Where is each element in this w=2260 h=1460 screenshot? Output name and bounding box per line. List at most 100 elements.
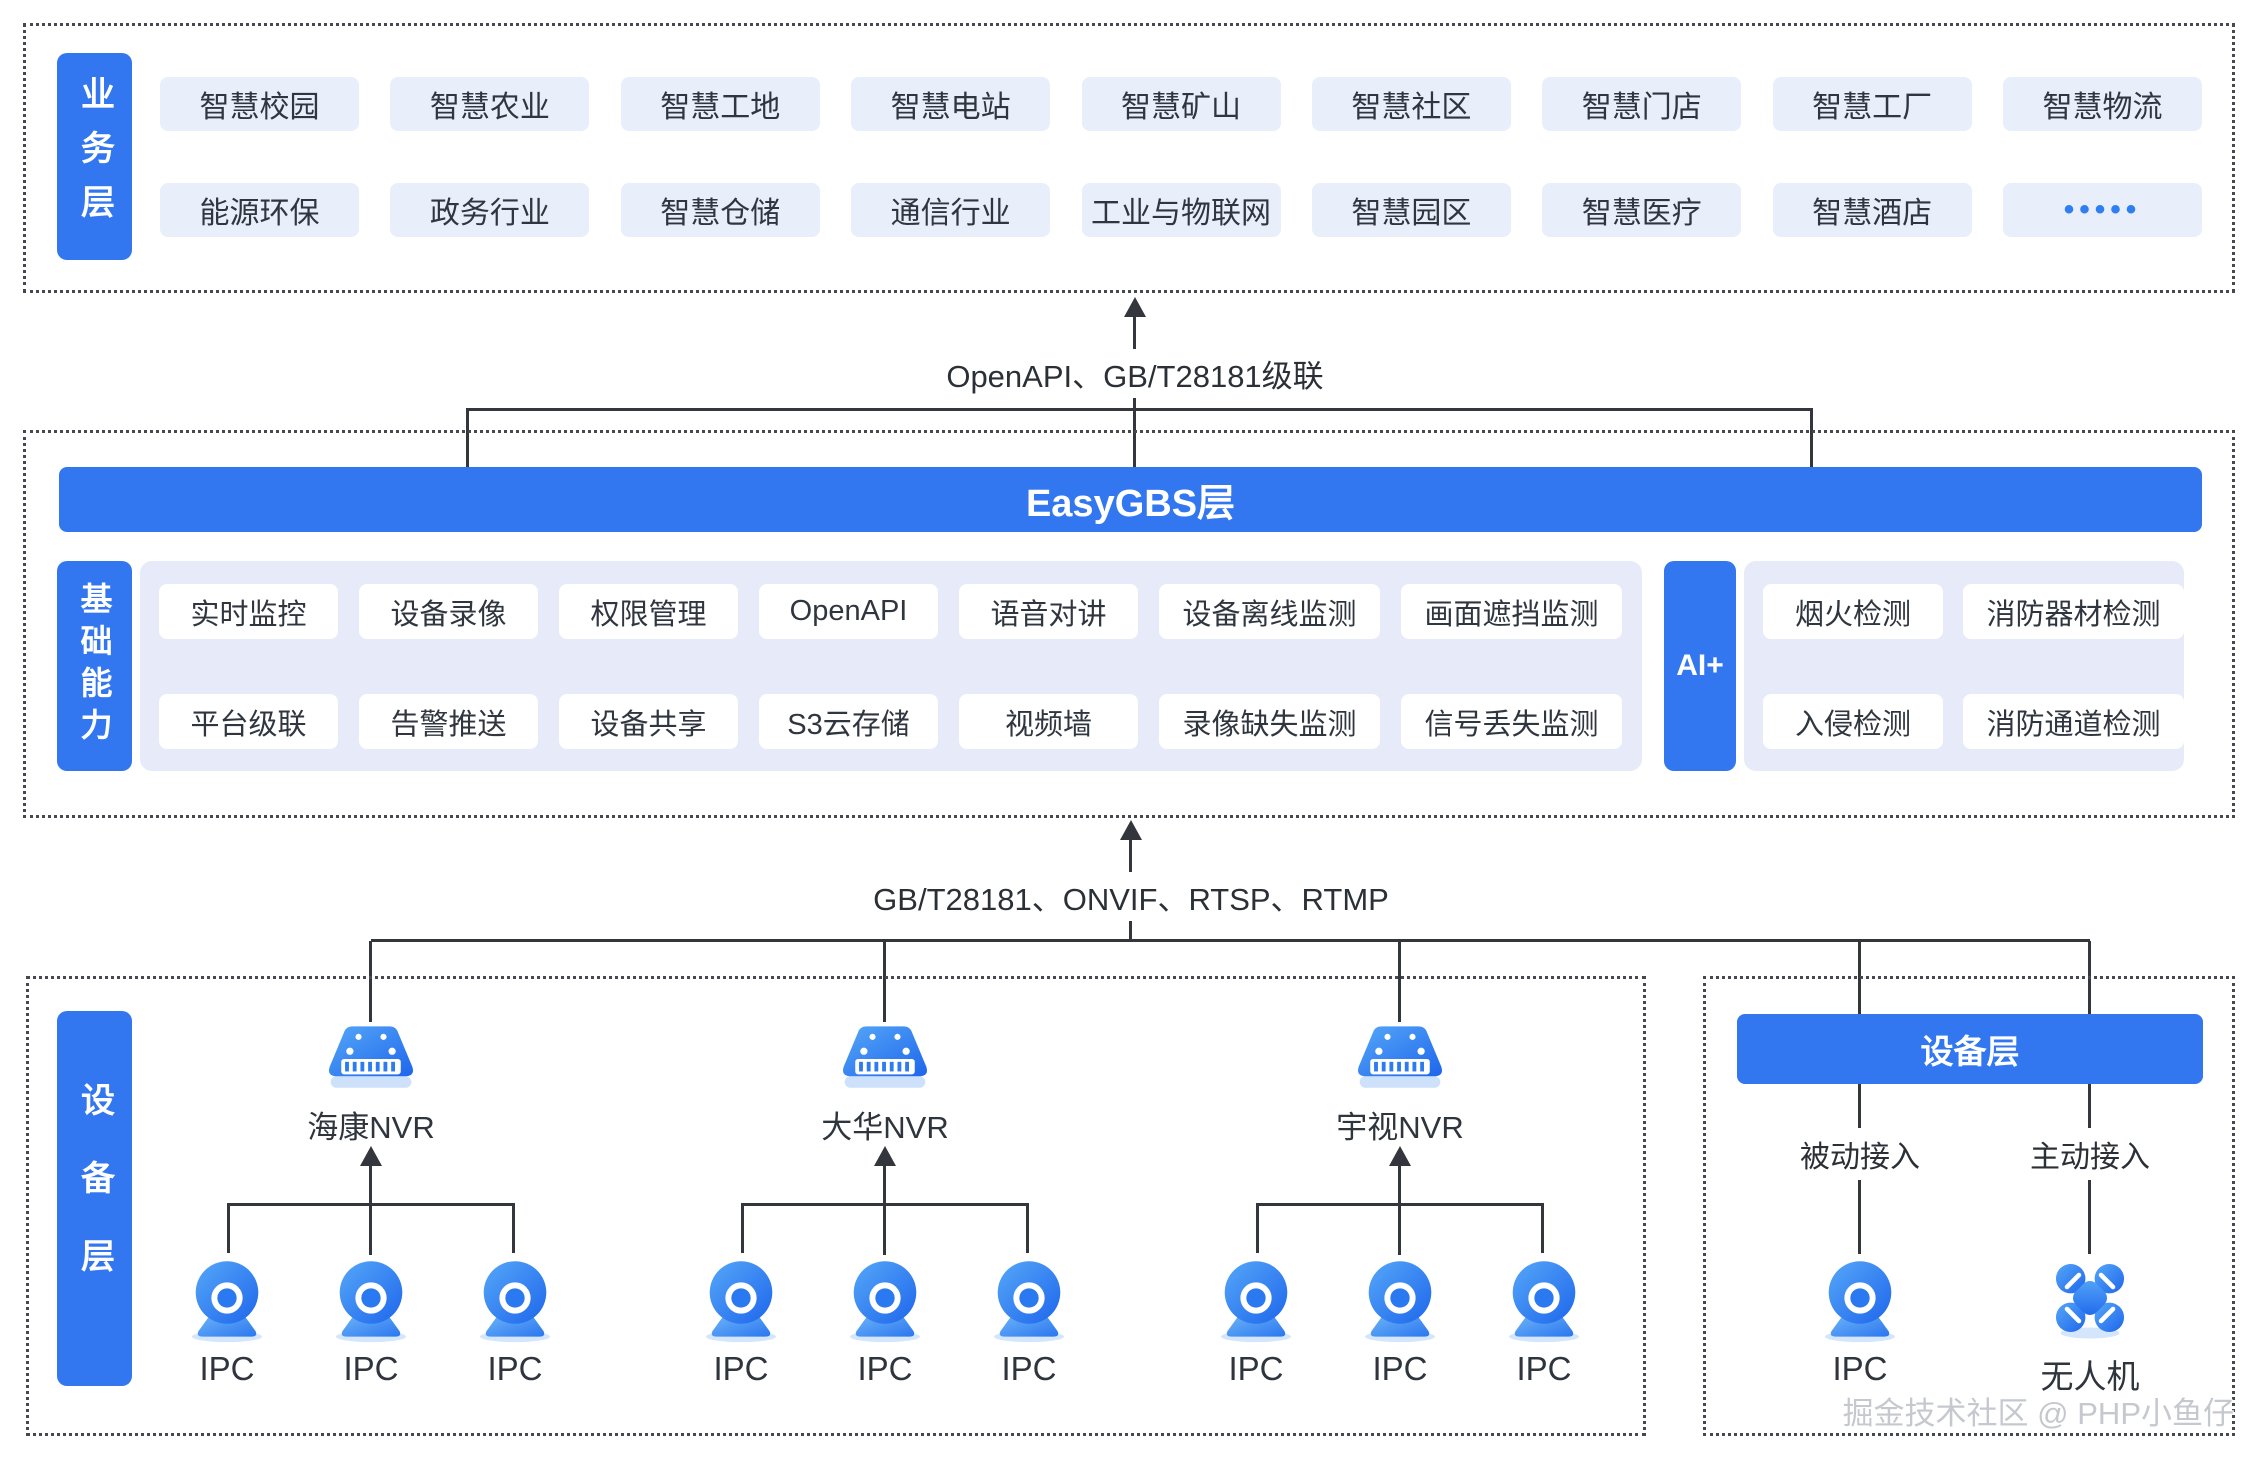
business-item: 智慧医疗 <box>1542 183 1742 237</box>
ipc-camera-icon <box>695 1252 787 1349</box>
nvr-bracket <box>1256 1203 1544 1253</box>
active-device-label: 无人机 <box>2040 1358 2140 1395</box>
capability-item: 权限管理 <box>559 584 738 639</box>
capability-item: 画面遮挡监测 <box>1401 584 1622 639</box>
nvr-center-drop <box>883 1205 886 1255</box>
connector-bottom-label: GB/T28181、ONVIF、RTSP、RTMP <box>857 872 1405 921</box>
passive-device-label: IPC <box>1832 1350 1888 1387</box>
ipc-label: IPC <box>1001 1350 1057 1387</box>
platform-layer-box <box>23 430 2235 818</box>
ipc-camera-icon <box>983 1252 1075 1349</box>
capability-item: 录像缺失监测 <box>1159 694 1380 749</box>
ipc-label: IPC <box>857 1350 913 1387</box>
business-layer-label-text: 业务层 <box>75 75 114 238</box>
business-item: 智慧电站 <box>851 77 1051 131</box>
nvr-arrow-line <box>1398 1164 1401 1205</box>
business-item: 能源环保 <box>160 183 359 237</box>
business-item: 智慧物流 <box>2003 77 2202 131</box>
business-layer-label: 业务层 <box>57 53 132 260</box>
capability-item: 设备录像 <box>359 584 538 639</box>
access-panel-header-text: 设备层 <box>1920 1033 2020 1070</box>
access-panel-box <box>1703 976 2235 1436</box>
ipc-label: IPC <box>1372 1350 1428 1387</box>
ipc-label: IPC <box>343 1350 399 1387</box>
ipc-label: IPC <box>1228 1350 1284 1387</box>
capability-row-2: 平台级联 告警推送 设备共享 S3云存储 视频墙 录像缺失监测 信号丢失监测 <box>159 694 1622 749</box>
capability-label-text: 基础能力 <box>76 582 113 750</box>
business-layer-box <box>23 23 2235 293</box>
watermark: 掘金技术社区 @ PHP小鱼仔 <box>1842 1396 2234 1431</box>
ai-plus-label: AI+ <box>1664 561 1736 771</box>
connector-top-bracket <box>466 408 1813 467</box>
ipc-camera-icon <box>469 1252 561 1349</box>
ipc-camera-icon <box>1498 1252 1590 1349</box>
distribution-line <box>371 939 2090 942</box>
arrow-up-icon <box>874 1146 896 1166</box>
ai-plus-text: AI+ <box>1676 649 1724 682</box>
drop-line-nvr1 <box>369 941 372 1022</box>
nvr-icon <box>323 1018 419 1098</box>
nvr-name: 宇视NVR <box>1336 1110 1464 1145</box>
capability-item: 信号丢失监测 <box>1401 694 1622 749</box>
arrow-up-icon <box>1124 297 1146 317</box>
capability-item: 设备离线监测 <box>1159 584 1380 639</box>
ipc-camera-icon <box>1354 1252 1446 1349</box>
business-item: 智慧工厂 <box>1772 77 1972 131</box>
ai-item: 消防器材检测 <box>1963 584 2184 639</box>
capability-label: 基础能力 <box>57 561 132 771</box>
business-row-1: 智慧校园 智慧农业 智慧工地 智慧电站 智慧矿山 智慧社区 智慧门店 智慧工厂 … <box>160 77 2202 131</box>
nvr-bracket <box>227 1203 515 1253</box>
business-item: 智慧酒店 <box>1772 183 1972 237</box>
capability-item: 告警推送 <box>359 694 538 749</box>
ai-item: 烟火检测 <box>1763 584 1943 639</box>
arrow-up-icon <box>1389 1146 1411 1166</box>
business-item: 智慧园区 <box>1311 183 1511 237</box>
ai-item: 消防通道检测 <box>1963 694 2184 749</box>
capability-item: 实时监控 <box>159 584 338 639</box>
drone-icon <box>2044 1252 2136 1349</box>
business-row-2: 能源环保 政务行业 智慧仓储 通信行业 工业与物联网 智慧园区 智慧医疗 智慧酒… <box>160 183 2202 237</box>
ipc-camera-icon <box>181 1252 273 1349</box>
ai-item: 入侵检测 <box>1763 694 1943 749</box>
drop-line-nvr3 <box>1398 941 1401 1022</box>
active-access-label: 主动接入 <box>2020 1128 2160 1180</box>
access-panel-header: 设备层 <box>1737 1014 2203 1084</box>
ai-row-2: 入侵检测 消防通道检测 <box>1763 694 2184 749</box>
business-item: 智慧校园 <box>160 77 359 131</box>
business-item: 智慧门店 <box>1542 77 1742 131</box>
nvr-name: 大华NVR <box>821 1110 949 1145</box>
nvr-icon <box>837 1018 933 1098</box>
nvr-name: 海康NVR <box>307 1110 435 1145</box>
ipc-camera-icon <box>1210 1252 1302 1349</box>
device-layer-label-text: 设备层 <box>75 1081 114 1316</box>
business-item: 智慧社区 <box>1311 77 1511 131</box>
capability-item: 语音对讲 <box>959 584 1138 639</box>
passive-access-label: 被动接入 <box>1790 1128 1930 1180</box>
arrow-up-icon <box>1120 820 1142 840</box>
nvr-arrow-line <box>369 1164 372 1205</box>
capability-item: 设备共享 <box>559 694 738 749</box>
ipc-label: IPC <box>713 1350 769 1387</box>
ipc-camera-icon <box>1814 1252 1906 1349</box>
ipc-camera-icon <box>839 1252 931 1349</box>
nvr-arrow-line <box>883 1164 886 1205</box>
easygbs-title-text: EasyGBS层 <box>1025 483 1236 525</box>
ai-row-1: 烟火检测 消防器材检测 <box>1763 584 2184 639</box>
nvr-icon <box>1352 1018 1448 1098</box>
capability-item: S3云存储 <box>759 694 938 749</box>
arrow-up-icon <box>360 1146 382 1166</box>
capability-item: OpenAPI <box>759 584 938 639</box>
ipc-label: IPC <box>199 1350 255 1387</box>
ipc-label: IPC <box>487 1350 543 1387</box>
easygbs-title-bar: EasyGBS层 <box>59 467 2202 532</box>
business-item-ellipsis: ••••• <box>2003 183 2202 237</box>
business-item: 工业与物联网 <box>1081 183 1281 237</box>
business-item: 智慧仓储 <box>620 183 820 237</box>
capability-item: 视频墙 <box>959 694 1138 749</box>
nvr-center-drop <box>369 1205 372 1255</box>
device-layer-box <box>26 976 1646 1436</box>
capability-row-1: 实时监控 设备录像 权限管理 OpenAPI 语音对讲 设备离线监测 画面遮挡监… <box>159 584 1622 639</box>
ipc-label: IPC <box>1516 1350 1572 1387</box>
connector-top-label: OpenAPI、GB/T28181级联 <box>930 349 1340 398</box>
